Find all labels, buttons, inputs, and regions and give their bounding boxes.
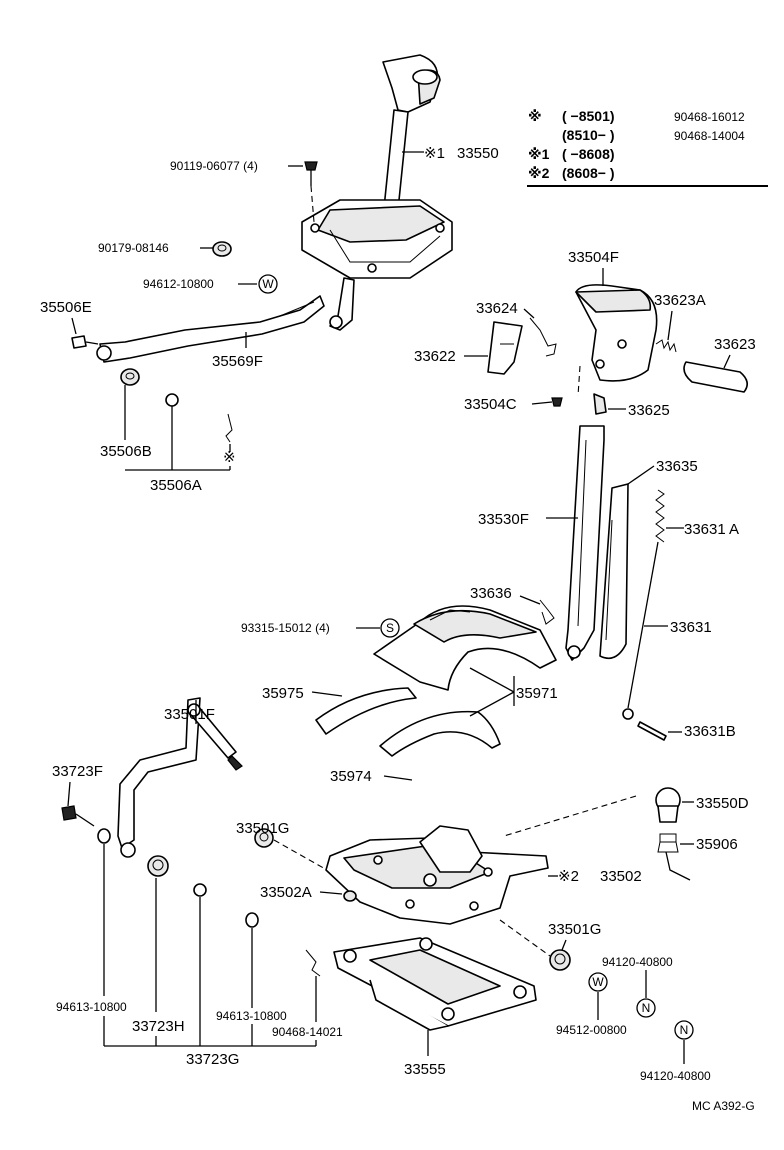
washer-marker-icon-2 [588, 972, 608, 992]
legend-range-3: ( −8608) [562, 146, 615, 162]
label-33501G-upper: 33501G [236, 820, 289, 837]
label-33723G: 33723G [186, 1051, 239, 1068]
label-35506B: 35506B [100, 443, 152, 460]
label-35506E: 35506E [40, 299, 92, 316]
label-35974: 35974 [330, 768, 372, 785]
label-33501F: 33501F [164, 706, 215, 723]
catalog-code: MC A392-G [692, 1099, 755, 1113]
legend-range-2: (8510− ) [562, 127, 615, 143]
label-33622: 33622 [414, 348, 456, 365]
label-35506A: 35506A [150, 477, 202, 494]
lever-rod-parts-drawing [539, 425, 667, 741]
marker-33502: ※2 [558, 868, 579, 885]
nut-marker-icon-2 [674, 1020, 694, 1040]
label-33624: 33624 [476, 300, 518, 317]
bottom-plate-drawing [333, 937, 537, 1031]
label-33636: 33636 [470, 585, 512, 602]
washer-marker-w: W [262, 277, 274, 291]
indicator-bulb-drawing [655, 787, 691, 881]
label-94612-10800: 94612-10800 [143, 277, 214, 291]
screw-marker-icon [380, 618, 400, 638]
label-94613-10800-right: 94613-10800 [216, 1009, 287, 1023]
legend-mark-3: ※1 [528, 146, 550, 162]
label-33631A: 33631 A [684, 521, 739, 538]
label-33504F: 33504F [568, 249, 619, 266]
legend-part-2: 90468-14004 [674, 129, 745, 143]
screw-marker-s: S [386, 621, 394, 635]
bushing-drawing [120, 368, 233, 443]
label-33504C: 33504C [464, 396, 517, 413]
indicator-cover-drawing [315, 605, 557, 757]
marker-33550: ※1 [424, 145, 445, 162]
label-33635: 33635 [656, 458, 698, 475]
nut-marker-n-2: N [680, 1023, 689, 1037]
label-33631: 33631 [670, 619, 712, 636]
legend-range-4: (8608− ) [562, 165, 615, 181]
label-94613-10800-left: 94613-10800 [56, 1000, 127, 1014]
legend-part-1: 90468-16012 [674, 110, 745, 124]
label-35971: 35971 [516, 685, 558, 702]
nut-marker-n-1: N [642, 1001, 651, 1015]
label-33550: 33550 [457, 145, 499, 162]
legend-mark-1: ※ [528, 108, 542, 124]
shift-lever-assembly-drawing [301, 54, 453, 331]
label-33723F: 33723F [52, 763, 103, 780]
marker-clip: ※ [223, 449, 236, 466]
linkage-rod-drawing [71, 295, 325, 363]
legend-mark-4: ※2 [528, 165, 550, 181]
label-35906: 35906 [696, 836, 738, 853]
label-33550D: 33550D [696, 795, 749, 812]
label-94512-00800: 94512-00800 [556, 1023, 627, 1037]
label-90179-08146: 90179-08146 [98, 241, 169, 255]
nut-marker-icon-1 [636, 998, 656, 1018]
label-35975: 35975 [262, 685, 304, 702]
label-33530F: 33530F [478, 511, 529, 528]
washer-marker-w-2: W [592, 975, 604, 989]
label-94120-40800-top: 94120-40800 [602, 955, 673, 969]
legend-range-1: ( −8501) [562, 108, 615, 124]
shift-knob-parts-drawing [487, 284, 748, 415]
label-90119-06077: 90119-06077 (4) [170, 159, 258, 173]
label-94120-40800-bottom: 94120-40800 [640, 1069, 711, 1083]
label-33502: 33502 [600, 868, 642, 885]
legend-table: ※ ( −8501) 90468-16012 (8510− ) 90468-14… [527, 108, 768, 187]
washer-marker-icon [258, 274, 278, 294]
detent-lever-drawing [61, 697, 321, 977]
label-33723H: 33723H [132, 1018, 185, 1035]
label-33625: 33625 [628, 402, 670, 419]
label-33501G-lower: 33501G [548, 921, 601, 938]
nut-90179-drawing [212, 241, 232, 257]
label-33555: 33555 [404, 1061, 446, 1078]
label-90468-14021: 90468-14021 [272, 1025, 343, 1039]
label-33631B: 33631B [684, 723, 736, 740]
label-35569F: 35569F [212, 353, 263, 370]
label-33502A: 33502A [260, 884, 312, 901]
label-33623: 33623 [714, 336, 756, 353]
label-33623A: 33623A [654, 292, 706, 309]
base-housing-drawing [325, 825, 571, 971]
label-93315-15012: 93315-15012 (4) [241, 621, 330, 635]
